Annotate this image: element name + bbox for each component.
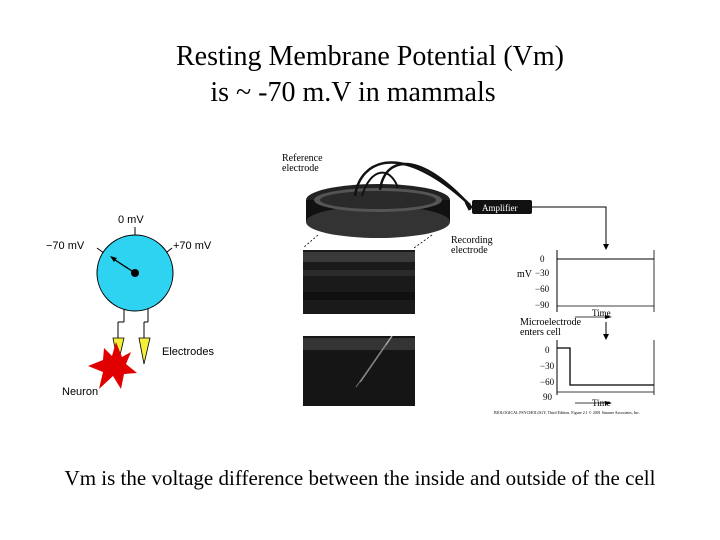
dial-label-zero: 0 mV	[118, 214, 144, 226]
figure-credit: BIOLOGICAL PSYCHOLOGY, Third Edition, Fi…	[494, 410, 640, 415]
recording-electrode-label: Recording electrode	[451, 235, 493, 256]
neuron-shape	[88, 342, 137, 389]
slide-title-line-1: Resting Membrane Potential (Vm)	[175, 41, 565, 72]
dial-label-negative: −70 mV	[46, 240, 85, 252]
microelectrode-label: Microelectrode enters cell	[520, 317, 582, 338]
chart1-tick-0: 0	[540, 254, 545, 264]
dial-label-positive: +70 mV	[173, 240, 212, 252]
chart2-tick-1: −30	[540, 361, 555, 371]
voltmeter-dial	[96, 227, 174, 312]
chart2-tick-0: 0	[545, 345, 550, 355]
chart2-time-label: Time	[592, 398, 611, 408]
amplifier-label: Amplifier	[482, 203, 518, 213]
slide-caption: Vm is the voltage difference between the…	[64, 466, 656, 490]
chart1-tick-2: −60	[535, 284, 550, 294]
slide-title-line-2: is ~ -70 m.V in mammals	[210, 77, 496, 108]
electrodes-label: Electrodes	[162, 346, 214, 358]
recording-apparatus	[302, 161, 655, 406]
chart1-time-label: Time	[592, 308, 611, 318]
neuron-label: Neuron	[62, 386, 99, 398]
chart-unit-label: mV	[517, 269, 532, 280]
chart2-tick-2: −60	[540, 377, 555, 387]
chart1-tick-1: −30	[535, 268, 550, 278]
reference-electrode-label: Reference electrode	[282, 153, 323, 174]
dial-needle	[111, 257, 136, 274]
chart2-tick-3: 90	[543, 392, 552, 402]
chart1-tick-3: −90	[535, 300, 550, 310]
